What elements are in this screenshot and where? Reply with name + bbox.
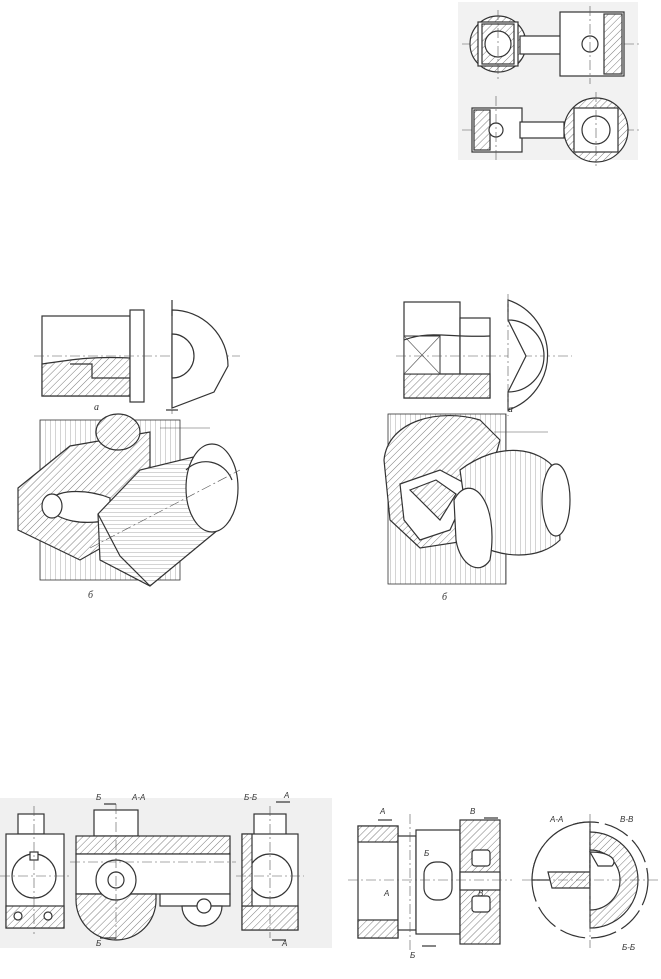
bl-label-a-bottom: А — [281, 939, 287, 948]
label-left-b: б — [88, 590, 94, 601]
bl-end-view-left — [0, 806, 70, 934]
br-label-vv: В-В — [620, 815, 634, 824]
bl-end-view-right — [236, 801, 304, 941]
br-label-aa: А-А — [549, 815, 563, 824]
left-orthographic-view — [34, 300, 240, 414]
bottom-left-drawing: Б А-А Б-Б А Б А — [0, 791, 332, 948]
br-main-view — [348, 814, 512, 950]
bl-label-bb: Б-Б — [244, 793, 257, 802]
br-label-a-top: А — [379, 807, 385, 816]
bl-label-b-bottom: Б — [96, 939, 101, 948]
lower-view — [462, 92, 640, 166]
br-label-a-mid: А — [383, 889, 389, 898]
br-label-b-bottom: Б — [410, 951, 415, 960]
lower-rod — [519, 121, 565, 139]
middle-left-figure: а б — [17, 300, 241, 601]
label-right-a: а — [508, 404, 513, 415]
label-left-a: а — [94, 402, 99, 413]
bottom-right-drawing: А В Б А В Б А-А В-В Б-Б — [348, 807, 658, 960]
right-orthographic-view — [396, 294, 572, 416]
br-round-section — [522, 814, 658, 948]
bl-label-b-top: Б — [96, 793, 101, 802]
right-isometric-view — [383, 413, 571, 585]
left-isometric-view — [17, 413, 241, 587]
top-right-drawing — [458, 2, 640, 166]
upper-view — [462, 6, 640, 84]
bl-label-aa: А-А — [131, 793, 145, 802]
middle-right-figure: а б — [383, 294, 572, 603]
br-label-v-top: В — [470, 807, 476, 816]
br-label-bb: Б-Б — [622, 943, 635, 952]
label-right-b: б — [442, 592, 448, 603]
br-label-b-mid: Б — [424, 849, 429, 858]
connecting-rod — [519, 35, 563, 55]
bl-main-view — [70, 803, 236, 942]
bl-label-a-top: А — [283, 791, 289, 800]
br-label-v-mid: В — [478, 889, 484, 898]
oval-slot — [423, 861, 453, 901]
